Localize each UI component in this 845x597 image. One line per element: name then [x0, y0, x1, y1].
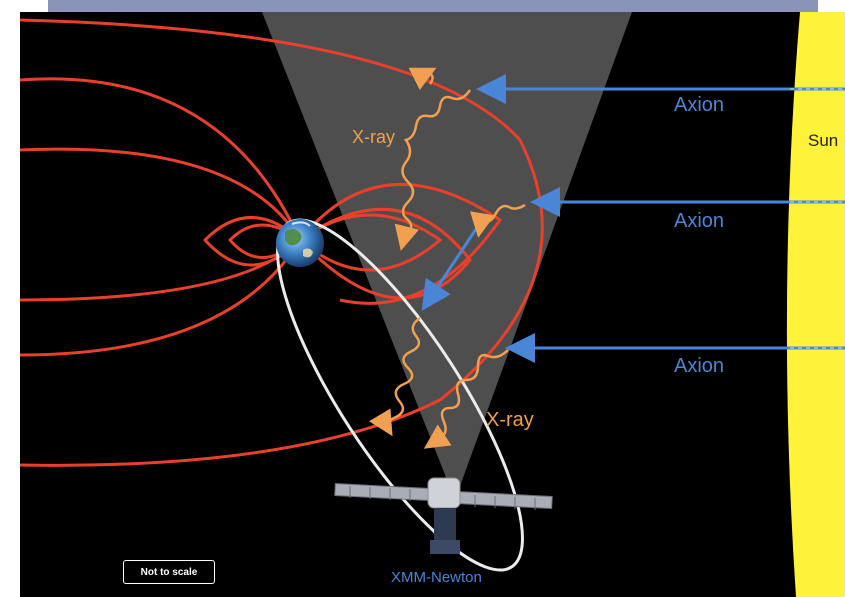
sun-label: Sun — [808, 131, 838, 150]
top-photo-strip — [48, 0, 818, 12]
satellite-label: XMM-Newton — [391, 569, 482, 586]
magnetic-field-lines — [19, 18, 544, 467]
xray-label-2: X-ray — [486, 409, 534, 431]
satellite-icon — [334, 477, 553, 554]
field-line-right-inner — [299, 213, 443, 272]
xray-path-2 — [469, 203, 526, 238]
xray-path-1 — [394, 89, 472, 251]
fov-cone — [262, 12, 632, 500]
axion-label-1: Axion — [674, 94, 724, 116]
axion-dashed-tails — [790, 88, 845, 349]
xray-paths — [368, 67, 526, 449]
field-line-right-mid — [298, 208, 472, 300]
xray-path-3 — [423, 349, 509, 449]
axion-label-2: Axion — [674, 210, 724, 232]
field-line-right-outer — [298, 182, 503, 305]
xray-path-1-head — [408, 67, 437, 91]
field-line-left-inner — [202, 216, 302, 267]
scale-note: Not to scale — [123, 560, 215, 584]
axion-arrow-diagonal — [421, 225, 480, 312]
field-line-outer — [19, 18, 544, 467]
earth-icon — [276, 219, 324, 267]
xray-label-1: X-ray — [352, 127, 395, 147]
axion-label-3: Axion — [674, 355, 724, 377]
sun-icon — [786, 12, 845, 597]
xray-path-4 — [368, 316, 421, 437]
